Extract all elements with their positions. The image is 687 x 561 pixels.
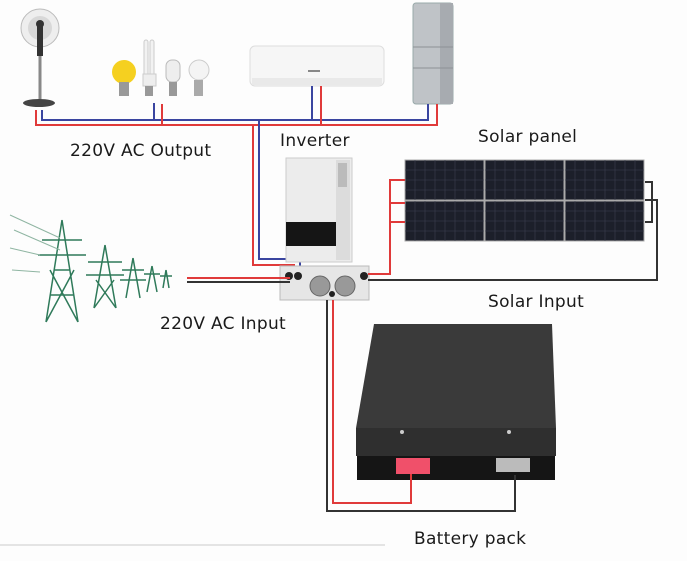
battery-pack-icon (356, 324, 556, 480)
ac-input-label: 220V AC Input (160, 314, 287, 334)
inverter-icon (285, 157, 353, 263)
ac-output-label: 220V AC Output (70, 141, 212, 161)
controller-box-icon (279, 265, 370, 301)
fan-icon (20, 8, 60, 107)
solar-input-wiring (368, 179, 658, 281)
inverter-label: Inverter (280, 131, 350, 151)
light-bulbs-icon (112, 39, 210, 96)
power-pylons-icon (9, 214, 172, 323)
ac-input-wiring (187, 277, 290, 283)
air-conditioner-icon (249, 45, 385, 87)
refrigerator-icon (412, 2, 454, 105)
solar-panel-icon (404, 159, 645, 242)
battery-pack-label: Battery pack (414, 529, 527, 549)
ac-output-wiring (35, 86, 438, 270)
solar-input-label: Solar Input (488, 292, 585, 312)
solar-panel-label: Solar panel (478, 127, 578, 147)
battery-wiring (326, 300, 516, 512)
